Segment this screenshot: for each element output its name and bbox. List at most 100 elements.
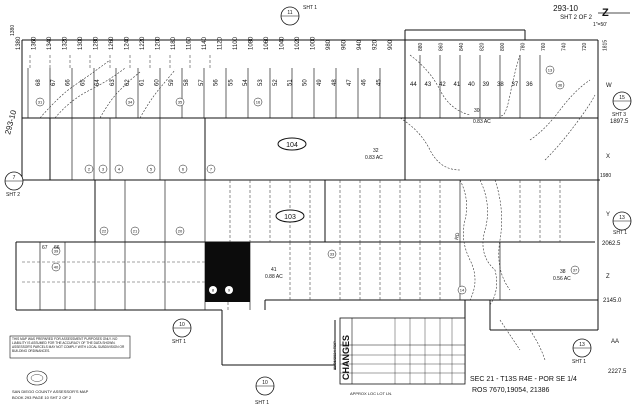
lot-67-lower: 67: [42, 245, 48, 251]
lot-number: 56: [214, 79, 220, 86]
sheet-ref-bottom-1[interactable]: 10 SHT 1: [172, 318, 192, 345]
parcel-circle-label: 4: [118, 167, 121, 172]
lot-number-right: 41: [454, 82, 461, 88]
svg-text:103: 103: [284, 214, 296, 221]
parcel-103[interactable]: 103: [275, 209, 305, 223]
parcel-circle-label: 16: [256, 100, 261, 105]
parcel-circle[interactable]: [84, 164, 94, 174]
parcel-circle[interactable]: [253, 97, 263, 107]
top-ruler-label: 1320: [63, 36, 69, 50]
approx-label: APPROX LOC LOT LN.: [350, 391, 392, 396]
top-ruler-label: 960: [342, 39, 348, 50]
sheet-ref-right-3[interactable]: 13 SHT 1: [572, 338, 592, 365]
parcel-circle-label: 6: [182, 167, 185, 172]
grid-z-val: 2145.0: [603, 298, 622, 304]
parcel-circle[interactable]: [178, 164, 188, 174]
parcel-circle[interactable]: [146, 164, 156, 174]
parcel-circle[interactable]: [175, 226, 185, 236]
parcel-circle[interactable]: [457, 285, 467, 295]
parcel-circle[interactable]: [327, 249, 337, 259]
parcel-circle[interactable]: [175, 97, 185, 107]
disclaimer-text: THIS MAP WAS PREPARED FOR ASSESSMENT PUR…: [12, 337, 125, 353]
top-ruler-label: 1200: [156, 36, 162, 50]
grid-z: Z: [606, 274, 610, 280]
top-ruler-label: 1360: [32, 36, 38, 50]
lot-number: 67: [51, 79, 57, 86]
top-ruler-label: 1100: [233, 36, 239, 50]
book-page-header: 293-10: [553, 4, 578, 13]
lot-number-right: 39: [483, 82, 490, 88]
parcel-circle-label: 21: [133, 229, 138, 234]
parcel-30-label: 30: [474, 108, 480, 114]
grid-x: X: [606, 154, 610, 160]
svg-text:7: 7: [13, 175, 16, 181]
top-ruler-label: 1020: [295, 36, 301, 50]
parcel-circle-label: 31: [38, 100, 43, 105]
sheet-ref-top[interactable]: 11 SHT 1: [280, 5, 317, 26]
top-left-vertical-number: 1380: [10, 25, 16, 36]
lot-number: 51: [288, 79, 294, 86]
lot-number: 59: [169, 79, 175, 86]
parcel-30-acres: 0.83 AC: [473, 119, 491, 125]
parcel-circle[interactable]: [98, 164, 108, 174]
section-label: SEC 21 - T13S R4E - POR SE 1/4: [470, 376, 577, 383]
top-right-ruler-label: 840: [459, 42, 465, 51]
lot-number: 45: [376, 79, 382, 86]
lot-number: 55: [228, 79, 234, 86]
boundary-lines: [15, 29, 600, 380]
lot-lines-middle: [39, 118, 501, 310]
top-ruler-label: 900: [388, 39, 394, 50]
lot-number: 46: [362, 79, 368, 86]
parcel-circle-label: 39: [54, 249, 59, 254]
svg-text:13: 13: [579, 342, 585, 348]
parcel-circle-label: 36: [558, 83, 563, 88]
sheet-ref-right-1[interactable]: 15 SHT 3: [612, 91, 632, 118]
svg-text:10: 10: [179, 322, 185, 328]
parcel-circle[interactable]: [51, 262, 61, 272]
lot-number: 63: [110, 79, 116, 86]
parcel-circle-label: 2: [88, 167, 91, 172]
circle-8: [209, 286, 217, 294]
parcel-circle[interactable]: [125, 97, 135, 107]
parcel-circle[interactable]: [555, 80, 565, 90]
parcel-circle[interactable]: [130, 226, 140, 236]
parcel-circle[interactable]: [570, 265, 580, 275]
parcel-circle[interactable]: [114, 164, 124, 174]
parcel-41-label: 41: [271, 267, 277, 273]
sheet-ref-bottom-2[interactable]: 10 SHT 1: [255, 376, 275, 406]
svg-text:SHT 1: SHT 1: [613, 230, 627, 236]
parcel-circle[interactable]: [35, 97, 45, 107]
svg-text:SHT 1: SHT 1: [303, 5, 317, 11]
parcel-circle[interactable]: [206, 164, 216, 174]
svg-text:13: 13: [619, 215, 625, 221]
scale-label: 1"=50': [593, 22, 607, 28]
lot-number: 47: [347, 79, 353, 86]
top-right-ruler-label: 820: [480, 42, 486, 51]
sheet-ref-left[interactable]: 7 SHT 2: [4, 171, 24, 198]
lot-66-lower: 66: [54, 245, 60, 251]
grid-y: Y: [606, 212, 610, 218]
parcel-circle-label: 14: [460, 288, 465, 293]
lot-number: 57: [199, 79, 205, 86]
top-ruler-label: 1220: [140, 36, 146, 50]
sheet-ref-right-2[interactable]: 13 SHT 1: [612, 211, 632, 236]
parcel-104[interactable]: 104: [277, 137, 307, 151]
top-right-ruler-label: 860: [439, 42, 445, 51]
lot-number: 66: [66, 79, 72, 86]
parcel-32-acres: 0.83 AC: [365, 155, 383, 161]
grid-w-val: 1897.5: [610, 119, 629, 125]
lot-number: 50: [302, 79, 308, 86]
lot-number: 65: [80, 79, 86, 86]
lot-number: 53: [258, 79, 264, 86]
parcel-circle-label: 7: [210, 167, 213, 172]
county-label: SAN DIEGO COUNTY ASSESSOR'S MAP: [12, 389, 89, 394]
parcel-circle[interactable]: [545, 65, 555, 75]
parcel-circle[interactable]: [51, 246, 61, 256]
parcel-circle[interactable]: [99, 226, 109, 236]
page-stamp: 293-10: [3, 109, 18, 136]
changes-table: CHANGES 11/25/2024 TDP: [332, 317, 466, 385]
top-ruler-label: 1040: [280, 36, 286, 50]
